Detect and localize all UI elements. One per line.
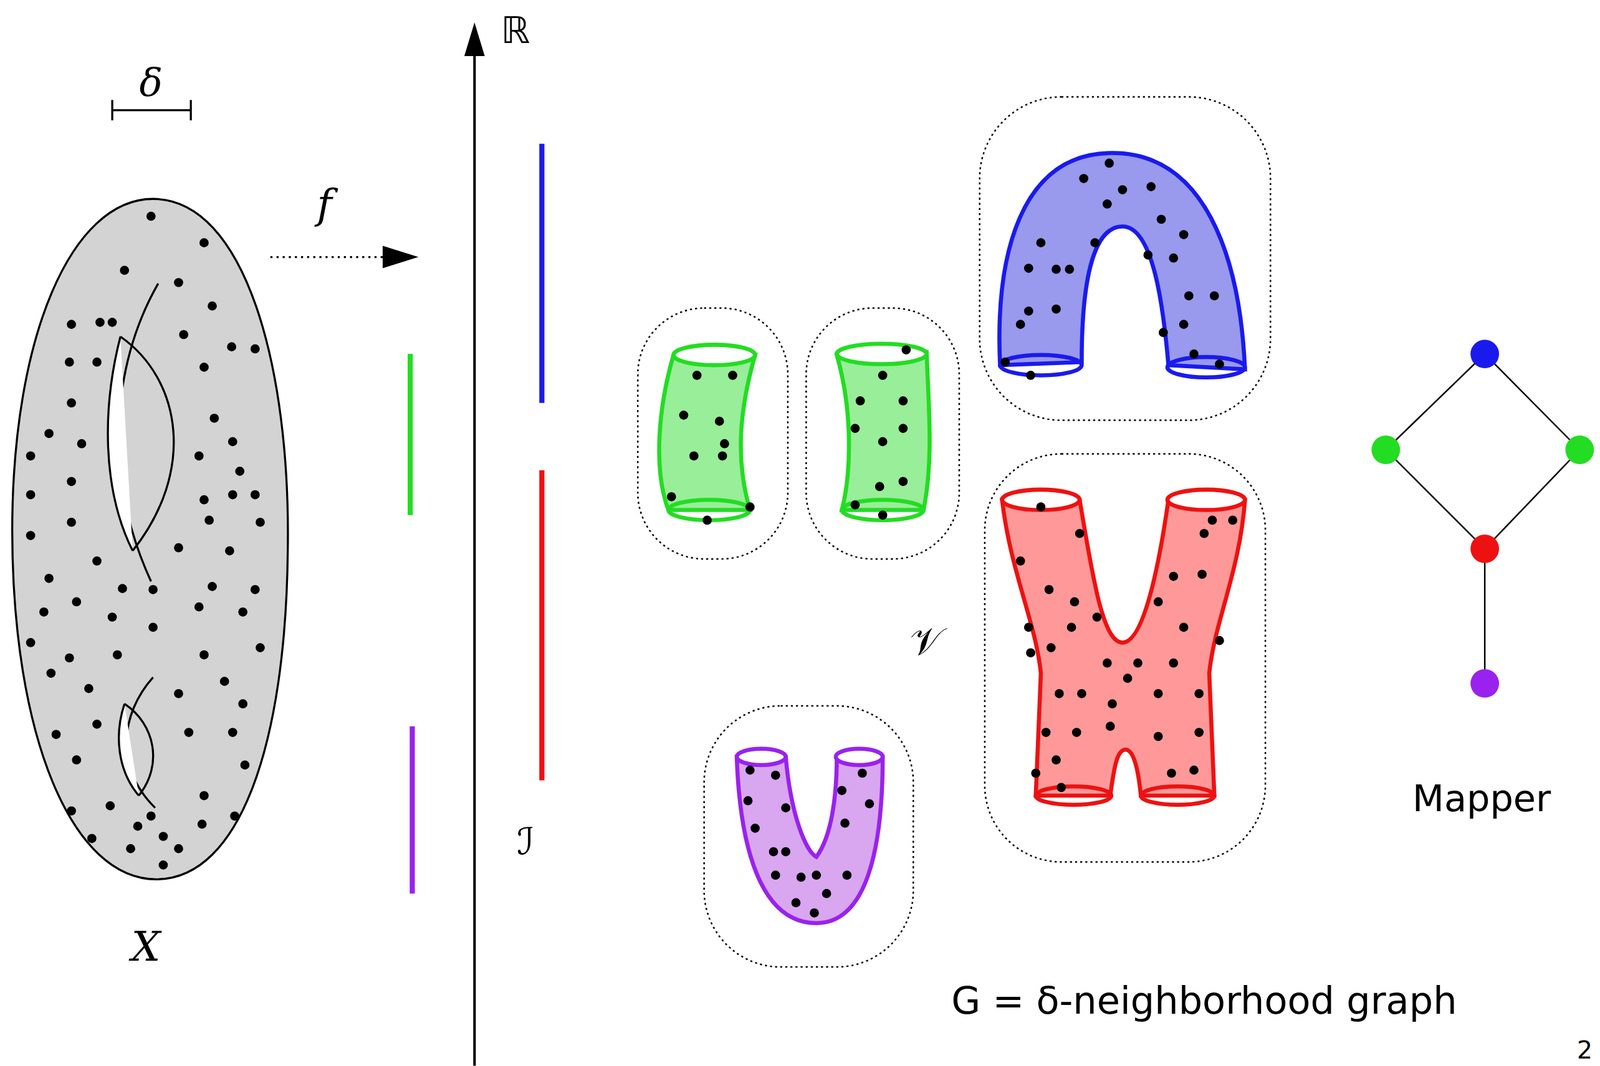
sample-points [30,163,1233,914]
holes [107,283,174,809]
mapper-label: Mapper [1412,779,1551,820]
axis [473,51,476,1066]
mapper-graph-vertices [1371,339,1594,699]
map-label: f [317,181,333,227]
pullback-cover-label: 𝒱 [910,621,943,664]
cover-label: ℐ [516,821,535,863]
arrowhead [464,22,485,57]
green-pieces [659,344,930,521]
space-x [12,198,288,880]
map-arrow [270,256,386,259]
page-number: 2 [1576,1037,1593,1065]
mapper-graph-edges [1385,354,1580,684]
space-label: X [131,924,161,970]
axis-label: ℝ [500,10,530,52]
arrowhead [382,246,419,269]
graph-label: G = δ-neighborhood graph [951,981,1457,1023]
red-piece [1002,489,1246,806]
delta-label: δ [139,62,163,105]
intervals [410,143,542,894]
cluster-outlines [637,97,1271,968]
